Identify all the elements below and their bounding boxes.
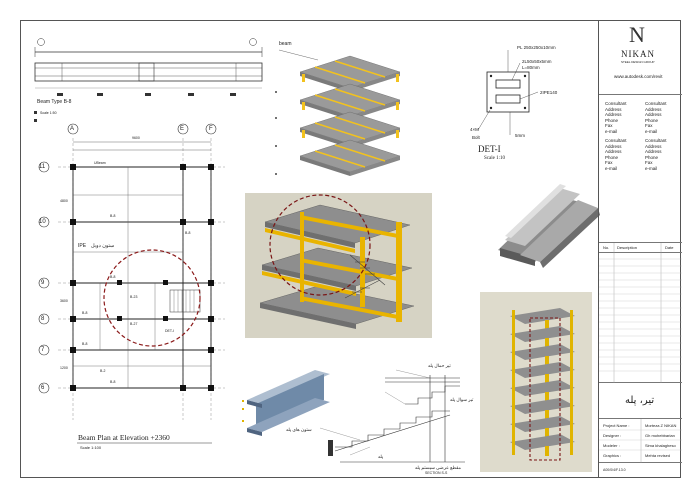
beam-label: UBeam: [94, 161, 106, 165]
brand-name: NIKAN: [621, 49, 655, 59]
brand-url: www.autodesk.com/revit: [614, 74, 663, 79]
beam-label: B-8: [185, 231, 191, 235]
dim-label: 3600: [60, 299, 68, 303]
detail-title: DET-I: [478, 144, 501, 154]
project-key: Modeler :: [603, 443, 620, 448]
double-column-annotation: ستون دوبل: [91, 243, 115, 249]
ipe-label: 2IPE140: [540, 90, 558, 95]
dim-label: 4800: [60, 199, 68, 203]
plate-label: PL 250x250x10mm: [517, 45, 556, 50]
grid-col-a: A: [70, 126, 75, 132]
stair-label: تیر سوال پله: [450, 397, 474, 402]
revisions-table: No. Description Date: [599, 243, 682, 383]
brand-logo: N: [629, 22, 645, 47]
title-block: N NIKAN STEEL DESIGN GROUP www.autodesk.…: [598, 20, 682, 478]
beam-label: B-2: [100, 369, 106, 373]
project-value: Morteza Z NIKAN: [645, 423, 677, 428]
bolt-label: 4×M: [470, 127, 479, 132]
beam-label: B-23: [130, 295, 138, 299]
beam-label: B-8: [82, 311, 88, 315]
sheet-frame: [20, 20, 681, 478]
section-caption: Beam Type B-8: [37, 99, 72, 105]
plan-scale: Scale 1:100: [80, 445, 102, 450]
sheet-title-cell: تیر، پله: [599, 383, 682, 419]
beam-label: B-8: [110, 275, 116, 279]
gap-label: 5mm: [515, 133, 525, 138]
project-value: Gh mohebbarian: [645, 433, 675, 438]
project-value: Mehta revised: [645, 453, 671, 458]
angle-label: 2L50x50x5mm: [522, 59, 552, 64]
stair-label: ستون های پله: [286, 427, 312, 432]
beam-label: beam: [279, 41, 292, 47]
stair-label: تیر حمال پله: [428, 363, 451, 368]
rev-header-no: No.: [603, 245, 610, 250]
sheet-title: تیر، پله: [625, 395, 655, 406]
project-value: Sima khalagheso: [645, 443, 676, 448]
project-key: Project Name :: [603, 423, 630, 428]
stair-label: پله: [378, 454, 384, 459]
grid-row-6: 6: [41, 385, 45, 391]
angle-length-label: L=80mm: [522, 65, 540, 70]
project-info-table: Project Name : Morteza Z NIKAN Designer …: [599, 419, 682, 463]
beam-label: B-8: [110, 214, 116, 218]
grid-row-10: 10: [39, 219, 46, 225]
revision-rows: [599, 243, 682, 383]
sheet-code-cell: A00/0/4/F.13.0: [599, 463, 682, 478]
section-scale: Scale 1:50: [40, 111, 57, 115]
beam-label: B-8: [82, 342, 88, 346]
beam-label: B-8: [110, 380, 116, 384]
beam-label: B-27: [130, 322, 138, 326]
grid-col-e: E: [180, 126, 185, 132]
detail-scale: Scale 1:10: [484, 156, 505, 161]
brand-cell: N NIKAN STEEL DESIGN GROUP www.autodesk.…: [599, 20, 682, 95]
section-sub: SECTION S-S: [425, 471, 448, 475]
dim-top: 9600: [132, 136, 140, 140]
ipe-annotation: IPE: [78, 243, 87, 249]
section-caption: مقطع عرضی سیستم پله: [415, 465, 461, 470]
grid-row-9: 9: [41, 280, 45, 286]
bolt-label: Bolt: [472, 135, 480, 140]
grid-row-7: 7: [41, 347, 45, 353]
plan-title: Beam Plan at Elevation +2360: [78, 433, 170, 442]
project-key: Graphics :: [603, 453, 622, 458]
brand-tagline: STEEL DESIGN GROUP: [621, 60, 655, 64]
dim-label: 1200: [60, 366, 68, 370]
project-info-grid: [599, 419, 682, 463]
rev-header-description: Description: [617, 245, 638, 250]
detail-ref: DET-I: [165, 329, 174, 333]
grid-row-8: 8: [41, 316, 45, 322]
sheet-code: A00/0/4/F.13.0: [603, 468, 626, 472]
grid-col-f: F: [209, 126, 213, 132]
grid-row-11: 11: [39, 164, 46, 170]
project-key: Designer :: [603, 433, 622, 438]
rev-header-date: Date: [665, 245, 674, 250]
